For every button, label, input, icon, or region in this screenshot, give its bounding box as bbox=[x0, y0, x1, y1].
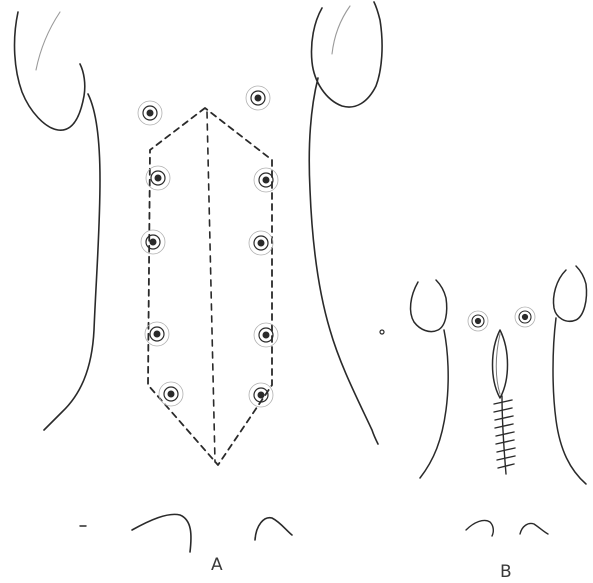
b-right-arm-outline bbox=[554, 266, 587, 321]
nipple-icon bbox=[515, 307, 535, 327]
nipple-icon bbox=[249, 383, 273, 407]
b-incision-ellipse bbox=[493, 330, 508, 398]
left-hindlimb-mark bbox=[132, 514, 191, 552]
b-left-torso-outline bbox=[420, 330, 448, 478]
b-incision-inner bbox=[496, 334, 500, 394]
left-arm-inner-line bbox=[36, 12, 60, 70]
right-torso-outline bbox=[309, 78, 378, 444]
nipple-icon bbox=[146, 166, 170, 190]
nipple-icon bbox=[254, 168, 278, 192]
nipple-icon bbox=[254, 323, 278, 347]
midline-dashed bbox=[207, 112, 215, 462]
b-left-hindlimb-mark bbox=[466, 520, 493, 536]
left-torso-outline bbox=[44, 94, 100, 430]
b-left-arm-outline bbox=[411, 280, 447, 332]
panel-b-label: B bbox=[500, 562, 512, 582]
small-dot-mark bbox=[380, 330, 384, 334]
nipple-icon bbox=[141, 230, 165, 254]
incision-outline-dashed bbox=[148, 108, 272, 465]
panel-b-lower-marks bbox=[466, 520, 548, 536]
nipple-icon bbox=[138, 101, 162, 125]
right-arm-outline bbox=[311, 2, 382, 107]
nipple-icon bbox=[468, 311, 488, 331]
panel-a-label: A bbox=[211, 555, 223, 575]
nipples-panel-b bbox=[468, 307, 535, 331]
panel-a-lower-marks bbox=[80, 330, 384, 552]
nipple-icon bbox=[246, 86, 270, 110]
b-right-hindlimb-mark bbox=[520, 523, 548, 534]
nipple-icon bbox=[249, 231, 273, 255]
nipple-icon bbox=[159, 382, 183, 406]
right-arm-inner-line bbox=[332, 6, 350, 54]
right-hindlimb-mark bbox=[255, 518, 292, 540]
nipples-panel-a bbox=[138, 86, 278, 407]
panel-a-figure bbox=[15, 2, 383, 465]
b-right-torso-outline bbox=[553, 318, 586, 484]
suture-line-icon bbox=[494, 396, 515, 474]
